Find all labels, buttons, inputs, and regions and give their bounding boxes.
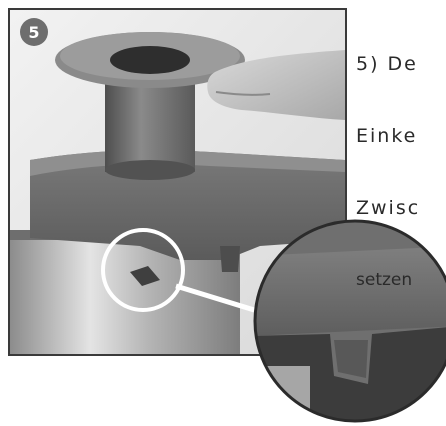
step-badge: 5 xyxy=(20,18,48,46)
instruction-line-4: setzen xyxy=(356,270,413,290)
photo-illustration xyxy=(10,10,345,354)
product-photo: 5 xyxy=(8,8,347,356)
instruction-line-1: 5) De xyxy=(356,53,418,75)
hand-icon xyxy=(207,50,345,120)
step-number: 5 xyxy=(28,22,40,42)
highlight-circle xyxy=(101,228,185,312)
instruction-line-2: Einke xyxy=(356,125,418,147)
instruction-line-3: Zwisc xyxy=(356,197,421,219)
instruction-text: 5) De Einke Zwisc setzen xyxy=(356,4,446,316)
feed-tube xyxy=(55,32,245,180)
